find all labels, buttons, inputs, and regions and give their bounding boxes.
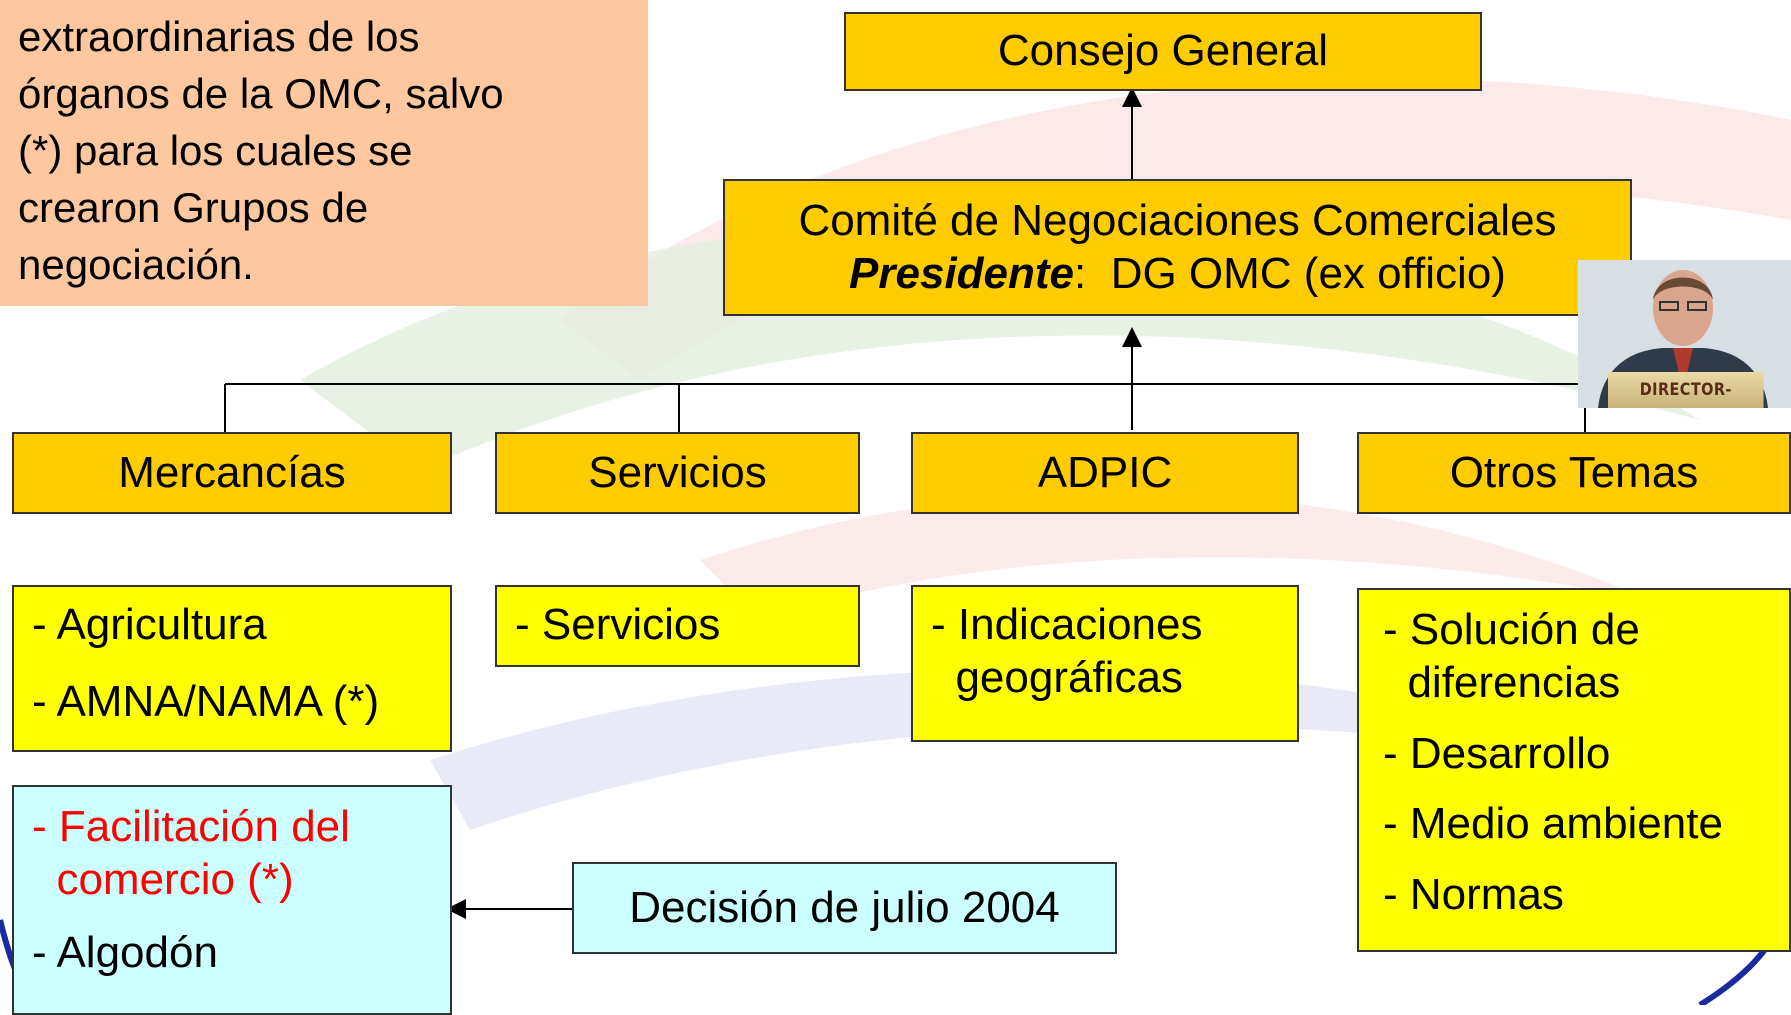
note-line: crearon Grupos de (18, 184, 369, 231)
group-item: - Medio ambiente (1383, 799, 1723, 849)
comite-title: Comité de Negociaciones Comerciales (798, 195, 1557, 245)
group-item: diferencias (1383, 657, 1621, 707)
presidente-rest: : DG OMC (ex officio) (1074, 248, 1506, 298)
group-mercancias: - Agricultura - AMNA/NAMA (*) (12, 585, 452, 752)
group-item: - AMNA/NAMA (*) (32, 676, 380, 726)
director-general-banner: DIRECTOR-GENERAL (1608, 372, 1764, 408)
note-box: extraordinarias de los órganos de la OMC… (0, 0, 648, 306)
facilitacion-box: - Facilitación del comercio (*) - Algodó… (12, 785, 452, 1015)
category-otros-temas: Otros Temas (1357, 432, 1791, 514)
group-item: - Indicaciones (931, 600, 1203, 649)
consejo-general-label: Consejo General (997, 26, 1329, 76)
group-item: - Desarrollo (1383, 728, 1611, 778)
comite-box: Comité de Negociaciones Comerciales Pres… (723, 179, 1632, 316)
note-line: órganos de la OMC, salvo (18, 70, 504, 117)
decision-label: Decisión de julio 2004 (629, 882, 1060, 932)
consejo-general-box: Consejo General (844, 12, 1482, 91)
category-label: ADPIC (1037, 447, 1173, 497)
category-label: Otros Temas (1449, 447, 1699, 497)
category-servicios: Servicios (495, 432, 860, 514)
algodon-line: - Algodón (32, 927, 218, 977)
pink-swirl (700, 492, 1650, 620)
director-general-photo: DIRECTOR-GENERAL (1578, 260, 1791, 408)
group-item: - Servicios (515, 600, 721, 649)
group-item: - Normas (1383, 870, 1564, 920)
note-line: negociación. (18, 241, 254, 288)
category-label: Servicios (588, 447, 767, 497)
presidente-label: Presidente (849, 248, 1075, 298)
facilitacion-line: comercio (*) (32, 854, 294, 904)
group-item: - Agricultura (32, 600, 267, 649)
group-adpic: - Indicaciones geográficas (911, 585, 1299, 742)
category-adpic: ADPIC (911, 432, 1299, 514)
comite-presidente: Presidente: DG OMC (ex officio) (849, 248, 1506, 301)
facilitacion-line: - Facilitación del (32, 802, 350, 851)
red-swirl (560, 78, 1791, 380)
group-otros-temas: - Solución de diferencias - Desarrollo -… (1357, 588, 1791, 952)
decision-box: Decisión de julio 2004 (572, 862, 1117, 954)
group-item: geográficas (931, 652, 1183, 702)
category-label: Mercancías (118, 447, 346, 497)
note-line: extraordinarias de los (18, 13, 420, 60)
group-item: - Solución de (1383, 605, 1640, 654)
category-mercancias: Mercancías (12, 432, 452, 514)
note-line: (*) para los cuales se (18, 127, 413, 174)
group-servicios: - Servicios (495, 585, 860, 667)
